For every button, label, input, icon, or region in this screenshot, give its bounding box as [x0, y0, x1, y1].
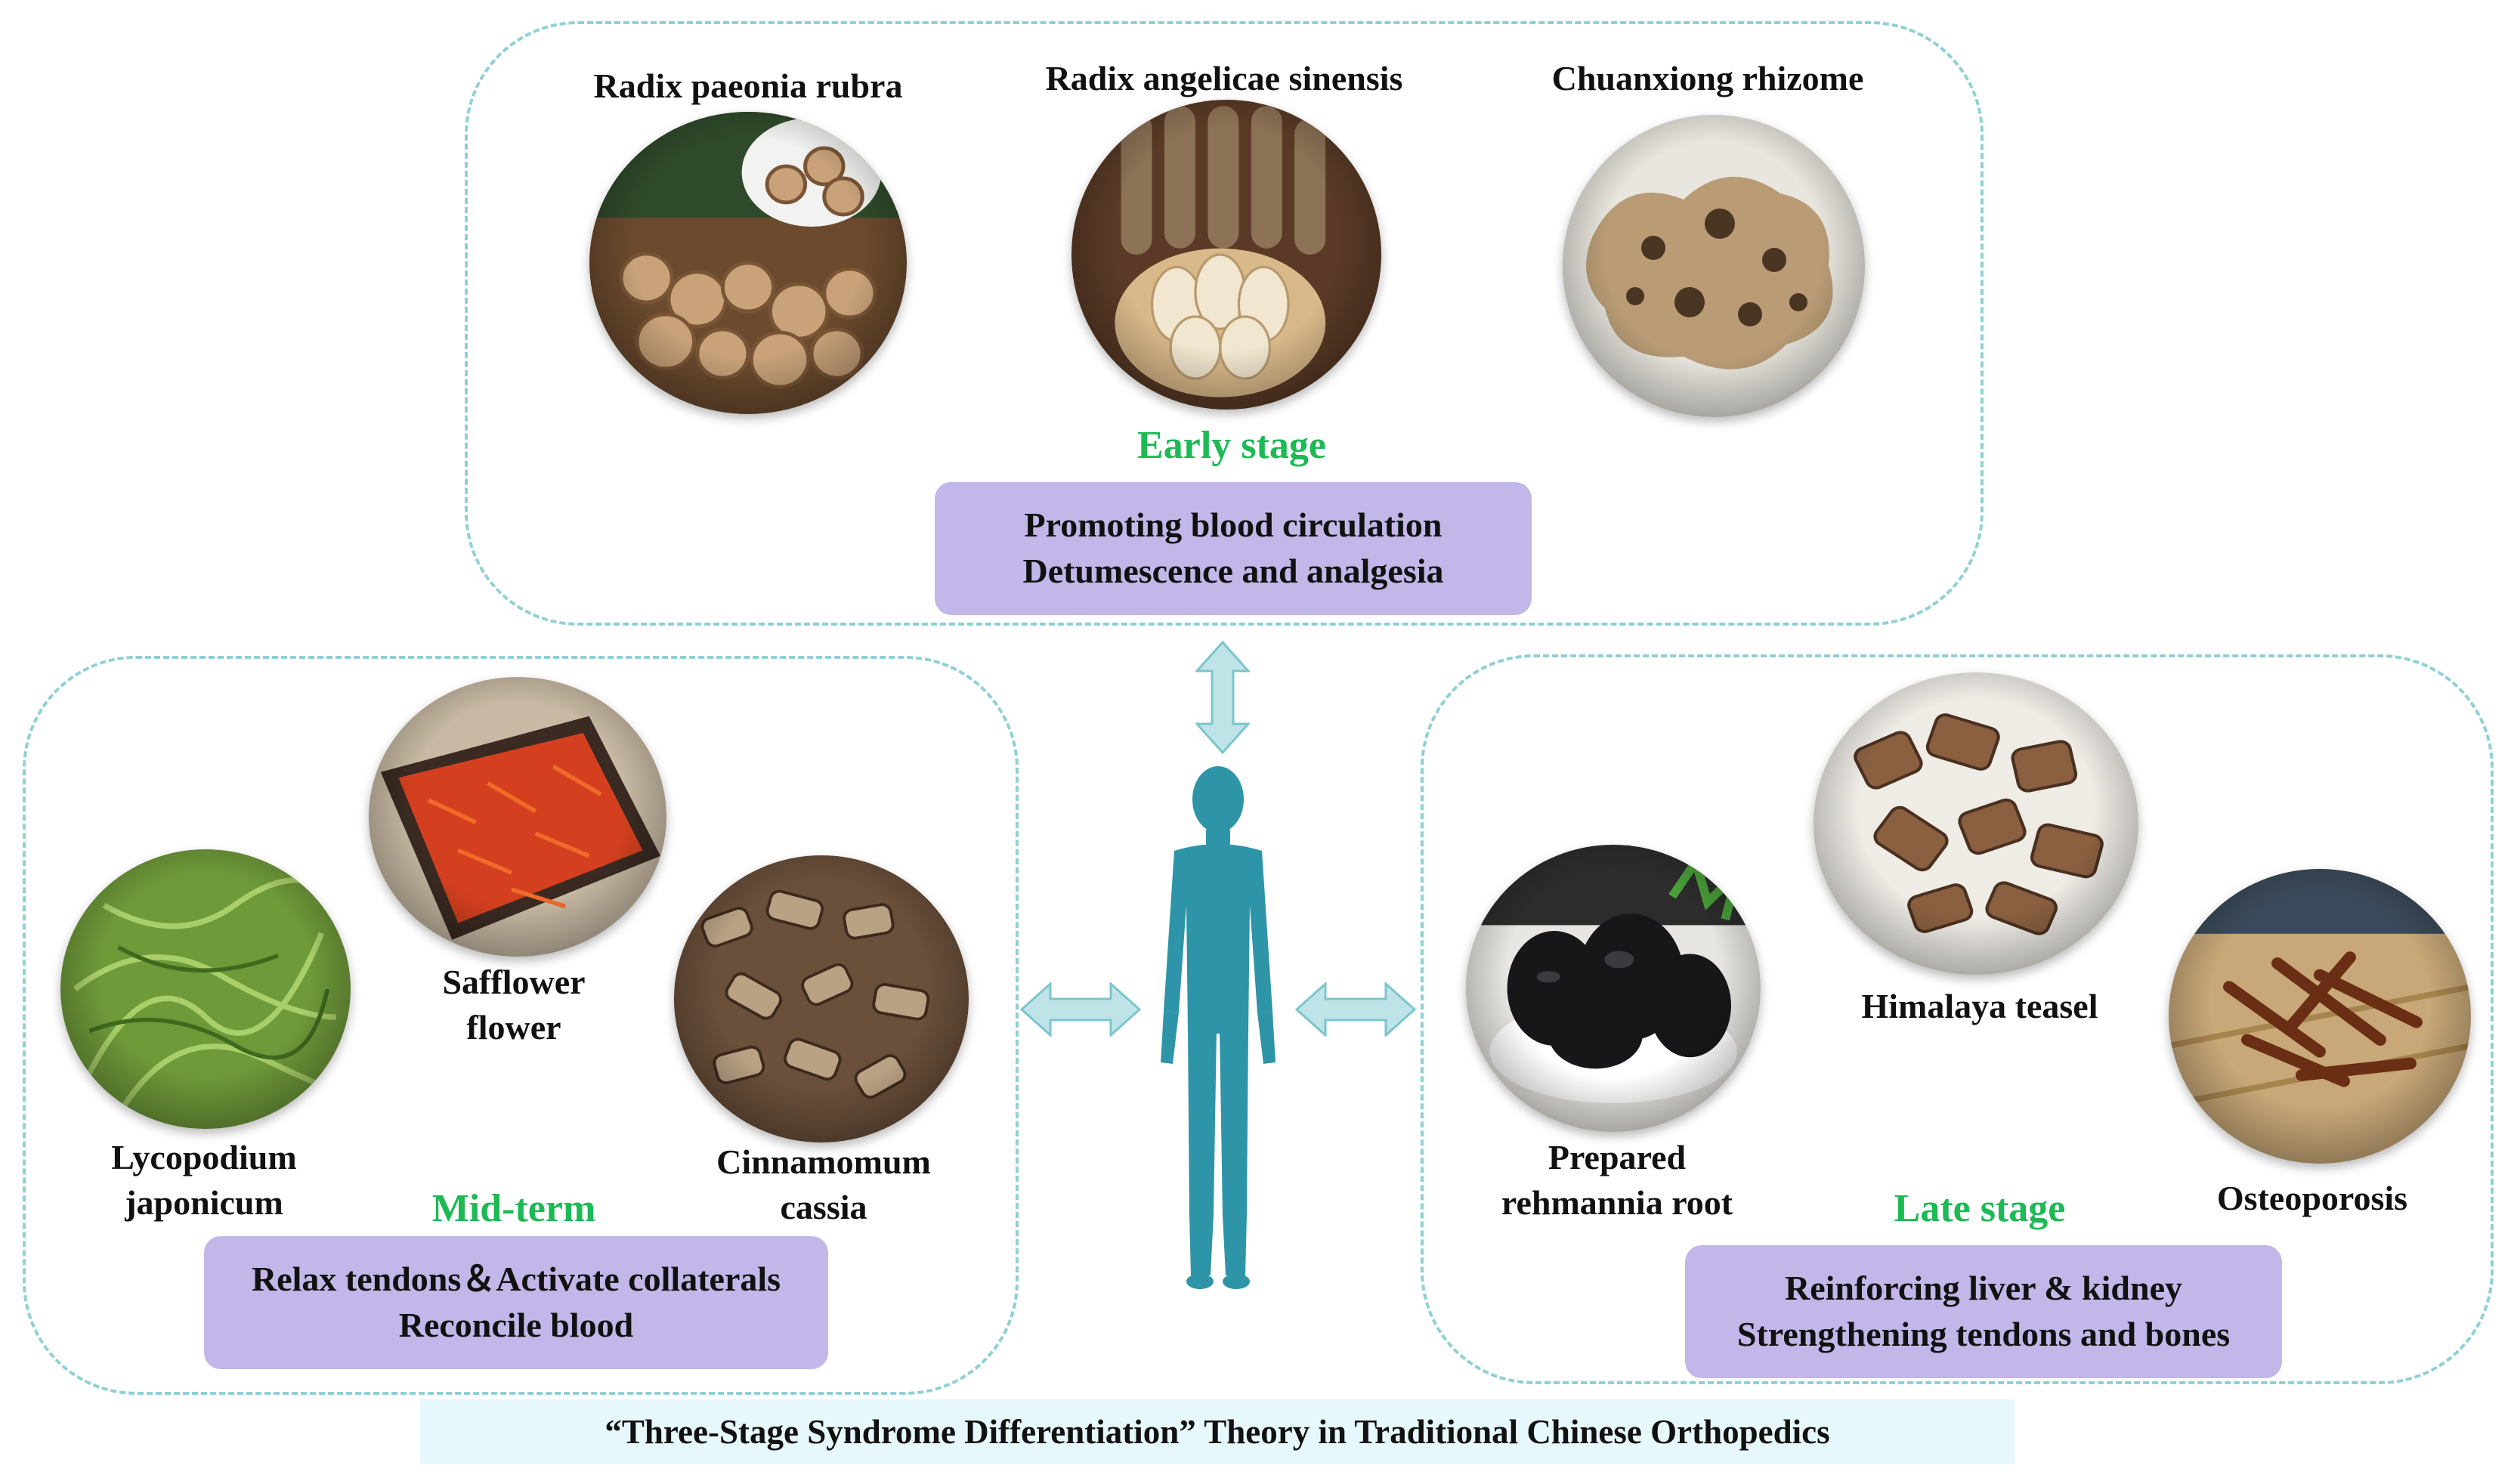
- herb-label-radix-paeonia-rubra: Radix paeonia rubra: [593, 66, 903, 105]
- herb-label-lycopodium-japonicum: Lycopodium japonicum: [111, 1138, 297, 1222]
- late-stage-effect-box: Reinforcing liver & kidney Strengthening…: [1685, 1245, 2282, 1378]
- early-stage-title: Early stage: [1137, 424, 1326, 467]
- mid-effect-line-2: Reconcile blood: [398, 1306, 634, 1344]
- late-effect-line-1: Reinforcing liver & kidney: [1784, 1269, 2182, 1308]
- herb-label-chuanxiong-rhizome: Chuanxiong rhizome: [1551, 59, 1864, 97]
- human-body-icon: [1161, 766, 1276, 1289]
- herb-label-himalaya-teasel: Himalaya teasel: [1861, 987, 2098, 1025]
- mid-term-panel: [23, 656, 1019, 1395]
- arrow-left-right-icon: [1295, 982, 1416, 1037]
- prepared-rehmannia-image: [1466, 845, 1761, 1132]
- red-peony-root-slices-image: [589, 112, 907, 414]
- late-stage-panel: [1421, 654, 2494, 1384]
- arrow-left-right-icon: [1020, 982, 1141, 1037]
- late-stage-title: Late stage: [1894, 1187, 2066, 1230]
- mid-effect-line-1: Relax tendons＆Activate collaterals: [251, 1260, 781, 1299]
- safflower-image: [369, 677, 666, 957]
- herb-label-prepared-rehmannia-root: Prepared rehmannia root: [1501, 1138, 1733, 1222]
- osteoporosis-herb-image: [2169, 869, 2471, 1164]
- cinnamomum-cassia-image: [674, 855, 969, 1142]
- late-effect-line-2: Strengthening tendons and bones: [1736, 1315, 2231, 1353]
- herb-label-cinnamomum-cassia: Cinnamomum cassia: [716, 1142, 931, 1226]
- herb-label-osteoporosis: Osteoporosis: [2216, 1179, 2408, 1217]
- early-effect-line-1: Promoting blood circulation: [1024, 505, 1442, 545]
- himalaya-teasel-image: [1814, 672, 2138, 975]
- mid-term-stage-title: Mid-term: [431, 1187, 596, 1230]
- chuanxiong-rhizome-image: [1563, 115, 1865, 417]
- early-stage-effect-box: Promoting blood circulation Detumescence…: [935, 482, 1532, 615]
- figure-caption: “Three-Stage Syndrome Differentiation” T…: [420, 1399, 2015, 1464]
- angelica-root-image: [1071, 100, 1381, 410]
- herb-label-radix-angelicae-sinensis: Radix angelicae sinensis: [1045, 59, 1403, 97]
- early-effect-line-2: Detumescence and analgesia: [1022, 552, 1444, 590]
- herb-label-safflower-flower: Safflower flower: [442, 963, 586, 1047]
- mid-term-effect-box: Relax tendons＆Activate collaterals Recon…: [204, 1236, 828, 1369]
- early-stage-panel: [465, 21, 1984, 626]
- arrow-up-down-icon: [1195, 641, 1250, 754]
- lycopodium-image: [60, 849, 351, 1129]
